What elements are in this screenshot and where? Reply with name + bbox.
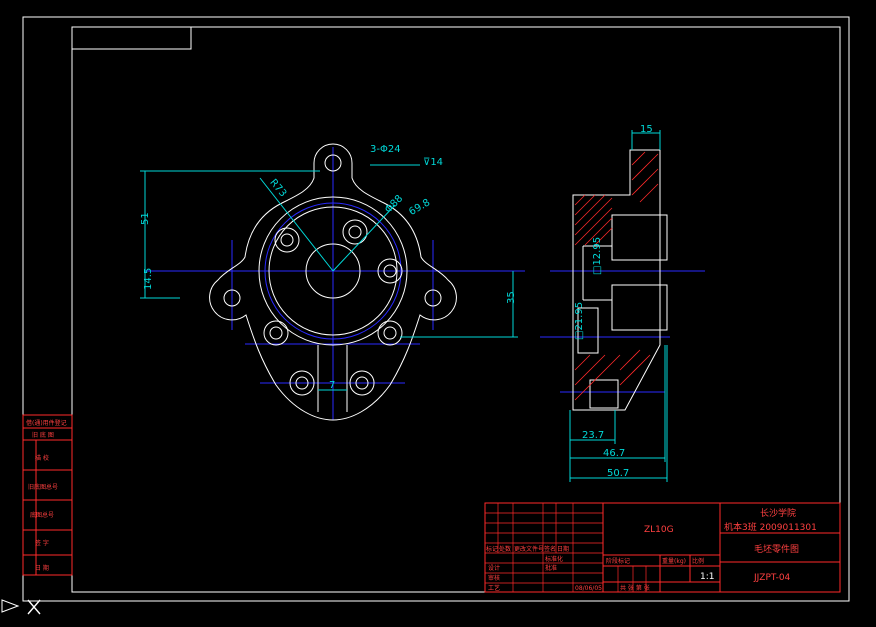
front-dim-texts: 3-Φ24 ⊽14 R73 Φ88 69.8 51 14.5 35 7 bbox=[140, 144, 517, 391]
strip-row-6: 签 字 bbox=[35, 539, 49, 547]
tb-ratio: 比例 bbox=[692, 557, 704, 565]
dim-7: 7 bbox=[329, 380, 335, 391]
dim-12-95: □12.95 bbox=[592, 237, 603, 275]
tb-model: ZL10G bbox=[644, 525, 674, 535]
title-block: 长沙学院 机本3班 2009011301 ZL10G 毛坯零件图 JJZPT-0… bbox=[484, 502, 841, 593]
tb-scale: 1:1 bbox=[700, 572, 714, 582]
side-centerlines bbox=[540, 270, 705, 393]
tb-stage-mark: 阶段标记 bbox=[606, 557, 630, 565]
tb-hdr-4: 日期 bbox=[557, 545, 569, 553]
dim-d88: Φ88 bbox=[383, 193, 405, 215]
tb-hdr-2: 更改文件号 bbox=[514, 545, 544, 553]
tb-drawing-no: JJZPT-04 bbox=[753, 573, 791, 583]
tb-sheets: 共 张 第 张 bbox=[620, 584, 650, 592]
side-dimensions bbox=[569, 130, 668, 482]
dim-51: 51 bbox=[140, 212, 151, 225]
strip-row-5: 底图总号 bbox=[30, 511, 54, 519]
dim-14-5: 14.5 bbox=[143, 268, 154, 290]
dim-21-95: □21.95 bbox=[574, 302, 585, 340]
front-dimensions bbox=[140, 164, 518, 391]
tb-class: 机本3班 2009011301 bbox=[724, 521, 817, 533]
tb-hdr-3: 签名 bbox=[544, 545, 556, 553]
drawing-frame bbox=[22, 16, 850, 602]
dim-r73: R73 bbox=[267, 177, 288, 199]
dim-50-7: 50.7 bbox=[607, 468, 629, 479]
tb-school: 长沙学院 bbox=[760, 507, 796, 519]
tb-std: 标准化 bbox=[545, 555, 563, 563]
strip-row-7: 日 期 bbox=[35, 564, 49, 572]
tb-role-0: 设计 bbox=[488, 564, 500, 572]
tb-approve: 批准 bbox=[545, 564, 557, 572]
dim-23-7: 23.7 bbox=[582, 430, 604, 441]
dim-angle: 69.8 bbox=[407, 197, 432, 218]
strip-row-4: 旧底图总号 bbox=[28, 483, 58, 491]
dim-15: 15 bbox=[640, 124, 653, 135]
dim-holes: 3-Φ24 bbox=[370, 144, 401, 155]
dim-thickness: ⊽14 bbox=[423, 157, 443, 168]
side-outline bbox=[572, 149, 668, 411]
side-view[interactable]: 15 □12.95 □21.95 23.7 46.7 50.7 bbox=[540, 124, 705, 482]
tb-role-1: 审核 bbox=[488, 574, 500, 582]
tb-role-2: 工艺 bbox=[488, 584, 500, 592]
tb-part-name: 毛坯零件图 bbox=[754, 543, 799, 555]
dim-46-7: 46.7 bbox=[603, 448, 625, 459]
strip-row-1: 借(通)用件登记 bbox=[26, 419, 67, 427]
side-hatch bbox=[574, 151, 659, 401]
strip-row-3: 描 校 bbox=[35, 454, 49, 462]
side-dim-texts: 15 □12.95 □21.95 23.7 46.7 50.7 bbox=[574, 124, 653, 479]
front-view[interactable]: 3-Φ24 ⊽14 R73 Φ88 69.8 51 14.5 35 7 bbox=[140, 143, 525, 421]
tb-weight: 重量(kg) bbox=[662, 557, 686, 565]
ucs-icon bbox=[1, 599, 41, 615]
front-outline bbox=[209, 143, 457, 421]
tb-hdr-1: 处数 bbox=[499, 545, 511, 553]
left-strip: 借(通)用件登记 旧 底 图 描 校 旧底图总号 底图总号 签 字 日 期 bbox=[22, 414, 73, 576]
tb-date: 08/06/05 bbox=[575, 585, 602, 592]
tb-hdr-0: 标记 bbox=[486, 545, 498, 553]
dim-35: 35 bbox=[506, 291, 517, 304]
front-centerlines bbox=[145, 147, 525, 420]
strip-row-2: 旧 底 图 bbox=[32, 431, 54, 439]
